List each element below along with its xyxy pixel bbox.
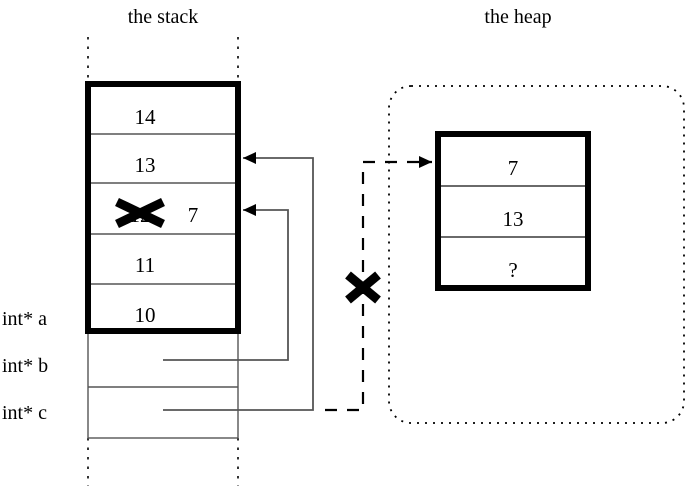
stack-title: the stack [128,6,199,28]
stack-cell-value-1: 13 [135,153,156,177]
heap-cell-value-0: 7 [508,156,519,180]
stack-cell-value-4: 10 [135,303,156,327]
heap-cell-value-2: ? [508,258,517,282]
stack-cell-value-2: 7 [188,203,199,227]
pointer-b-arrow [163,204,289,361]
strikeout-x-icon [115,197,165,229]
pointer-c-arrow [163,152,314,411]
stack-cell-value-3: 11 [135,253,155,277]
invalidation-x-icon [345,271,381,304]
stack-frame-block [85,81,241,334]
heap-block [435,131,591,291]
variable-label-c: int* c [2,402,47,424]
heap-title: the heap [484,6,551,28]
heap-cell-value-1: 13 [503,207,524,231]
stack-cell-value-0: 14 [135,105,157,129]
dangling-pointer-dashed-arrow [325,156,432,412]
variable-label-b: int* b [2,355,48,377]
stack-variable-block [87,330,239,439]
variable-label-a: int* a [2,308,47,330]
